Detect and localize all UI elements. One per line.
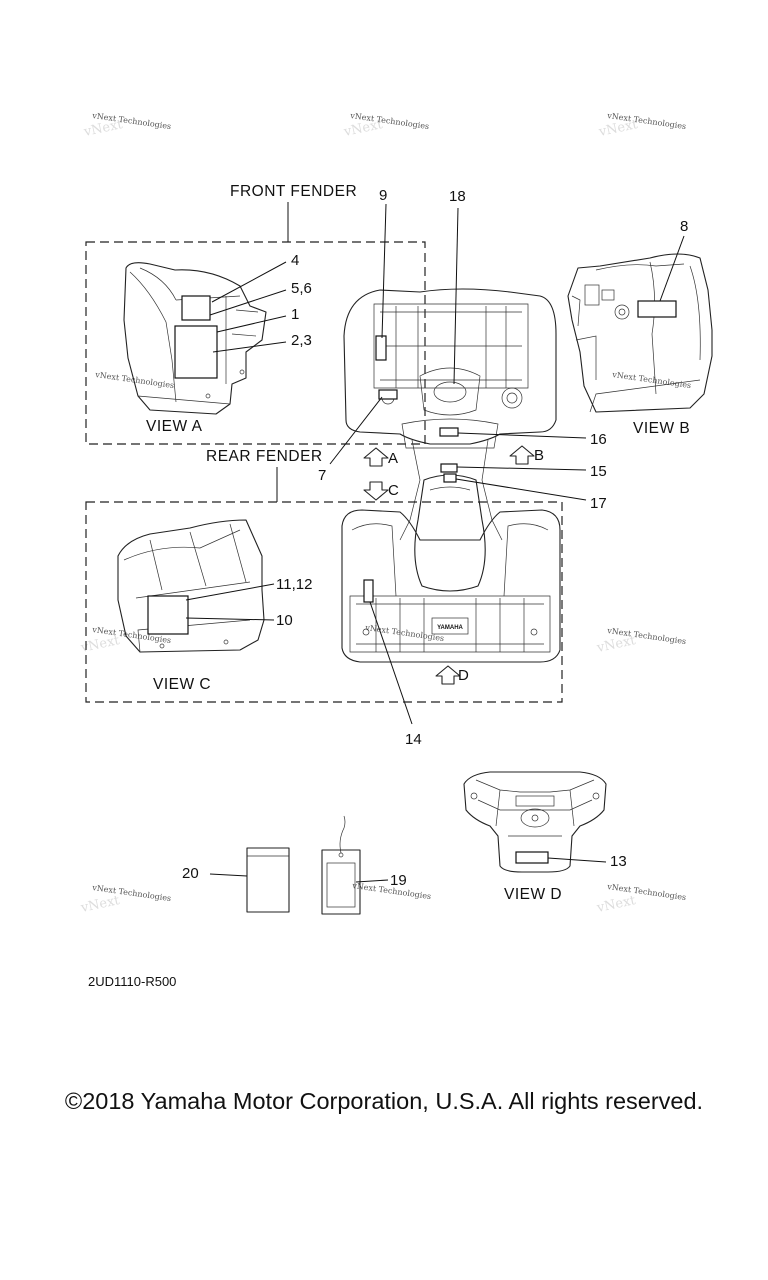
svg-text:vNext: vNext [79, 893, 122, 916]
view-arrow-b [509, 445, 535, 465]
view-d-rear-drawing [463, 771, 607, 873]
rear-fender-dashed-box [85, 501, 563, 703]
svg-text:vNext: vNext [595, 893, 638, 916]
decal-7 [378, 389, 398, 400]
leader-16 [457, 432, 587, 439]
watermark-bottom-left: vNext vNext Technologies [79, 883, 172, 916]
callout-20: 20 [182, 865, 199, 882]
leader-1 [216, 315, 287, 333]
leader-17 [455, 478, 587, 501]
arrow-a-label: A [388, 450, 398, 467]
leader-2-3 [212, 341, 287, 353]
callout-15: 15 [590, 463, 607, 480]
arrow-c-label: C [388, 482, 399, 499]
watermark-lower-right: vNext vNext Technologies [595, 626, 687, 656]
manual-20-drawing [246, 847, 290, 913]
callout-18: 18 [449, 188, 466, 205]
callout-9: 9 [379, 187, 387, 204]
view-d-label: VIEW D [504, 886, 562, 903]
front-fender-label: FRONT FENDER [230, 183, 357, 200]
arrow-d-label: D [458, 667, 469, 684]
copyright-notice: ©2018 Yamaha Motor Corporation, U.S.A. A… [64, 1088, 704, 1114]
view-arrow-a [363, 447, 389, 467]
hang-tag-19-drawing [321, 815, 361, 915]
svg-text:vNext Technologies: vNext Technologies [611, 370, 692, 390]
yamaha-emblem: YAMAHA [437, 625, 463, 631]
view-a-label: VIEW A [146, 418, 203, 435]
view-arrow-c [363, 481, 389, 501]
decal-17 [443, 473, 457, 483]
callout-4: 4 [291, 252, 299, 269]
callout-19: 19 [390, 872, 407, 889]
decal-10-11-12 [147, 595, 189, 635]
watermark-bottom-right: vNext vNext Technologies [595, 882, 687, 916]
leader-9 [381, 203, 387, 339]
rear-fender-label: REAR FENDER [206, 448, 323, 465]
leader-14 [369, 601, 413, 725]
callout-16: 16 [590, 431, 607, 448]
decal-14 [363, 579, 374, 603]
callout-10: 10 [276, 612, 293, 629]
view-arrow-d [435, 665, 461, 685]
leader-8 [659, 235, 685, 302]
leader-19 [355, 879, 389, 883]
callout-2-3: 2,3 [291, 332, 312, 349]
leader-10 [185, 617, 275, 621]
front-fender-dashed-box [85, 241, 426, 445]
leader-20 [209, 873, 248, 877]
decal-5-6 [181, 295, 211, 321]
watermark-mid-right: vNext Technologies [611, 370, 692, 390]
leader-18 [453, 207, 459, 385]
leader-15 [456, 466, 587, 471]
diagram-code: 2UD1110-R500 [88, 974, 177, 989]
watermark-top-right: vNext vNext Technologies [597, 111, 687, 140]
view-c-label: VIEW C [153, 676, 211, 693]
watermark-top-center: vNext vNext Technologies [342, 111, 430, 140]
atv-top-view-drawing [341, 288, 561, 663]
leader-4 [211, 261, 287, 303]
decal-13 [515, 851, 549, 864]
decal-15 [440, 463, 458, 473]
leader-5-6 [209, 289, 287, 316]
decal-16 [439, 427, 459, 437]
decal-9 [375, 335, 387, 361]
leader-11-12 [185, 583, 275, 601]
view-c-fender-drawing [117, 519, 265, 653]
decal-1-2-3 [174, 325, 218, 379]
callout-14: 14 [405, 731, 422, 748]
callout-11-12: 11,12 [276, 576, 312, 593]
callout-13: 13 [610, 853, 627, 870]
callout-7: 7 [318, 467, 326, 484]
callout-5-6: 5,6 [291, 280, 312, 297]
callout-8: 8 [680, 218, 688, 235]
callout-17: 17 [590, 495, 607, 512]
arrow-b-label: B [534, 447, 544, 464]
callout-1: 1 [291, 306, 299, 323]
leader-7 [329, 396, 383, 465]
watermark-top-left: vNext vNext Technologies [82, 111, 172, 140]
leader-13 [547, 857, 607, 863]
view-b-label: VIEW B [633, 420, 690, 437]
decal-8 [637, 300, 677, 318]
